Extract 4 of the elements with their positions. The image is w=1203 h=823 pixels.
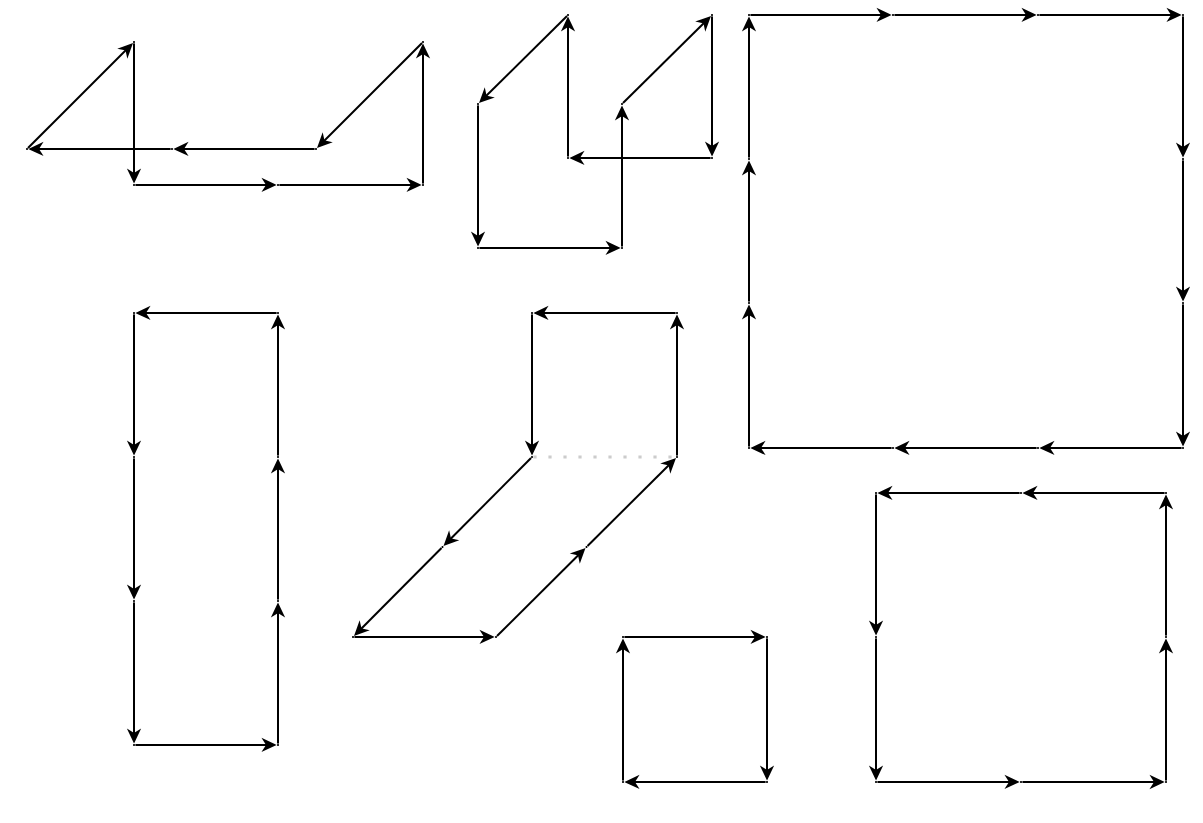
arrow: [479, 14, 568, 103]
arrow: [586, 458, 676, 547]
arrow: [317, 41, 423, 148]
arrow: [354, 547, 443, 636]
